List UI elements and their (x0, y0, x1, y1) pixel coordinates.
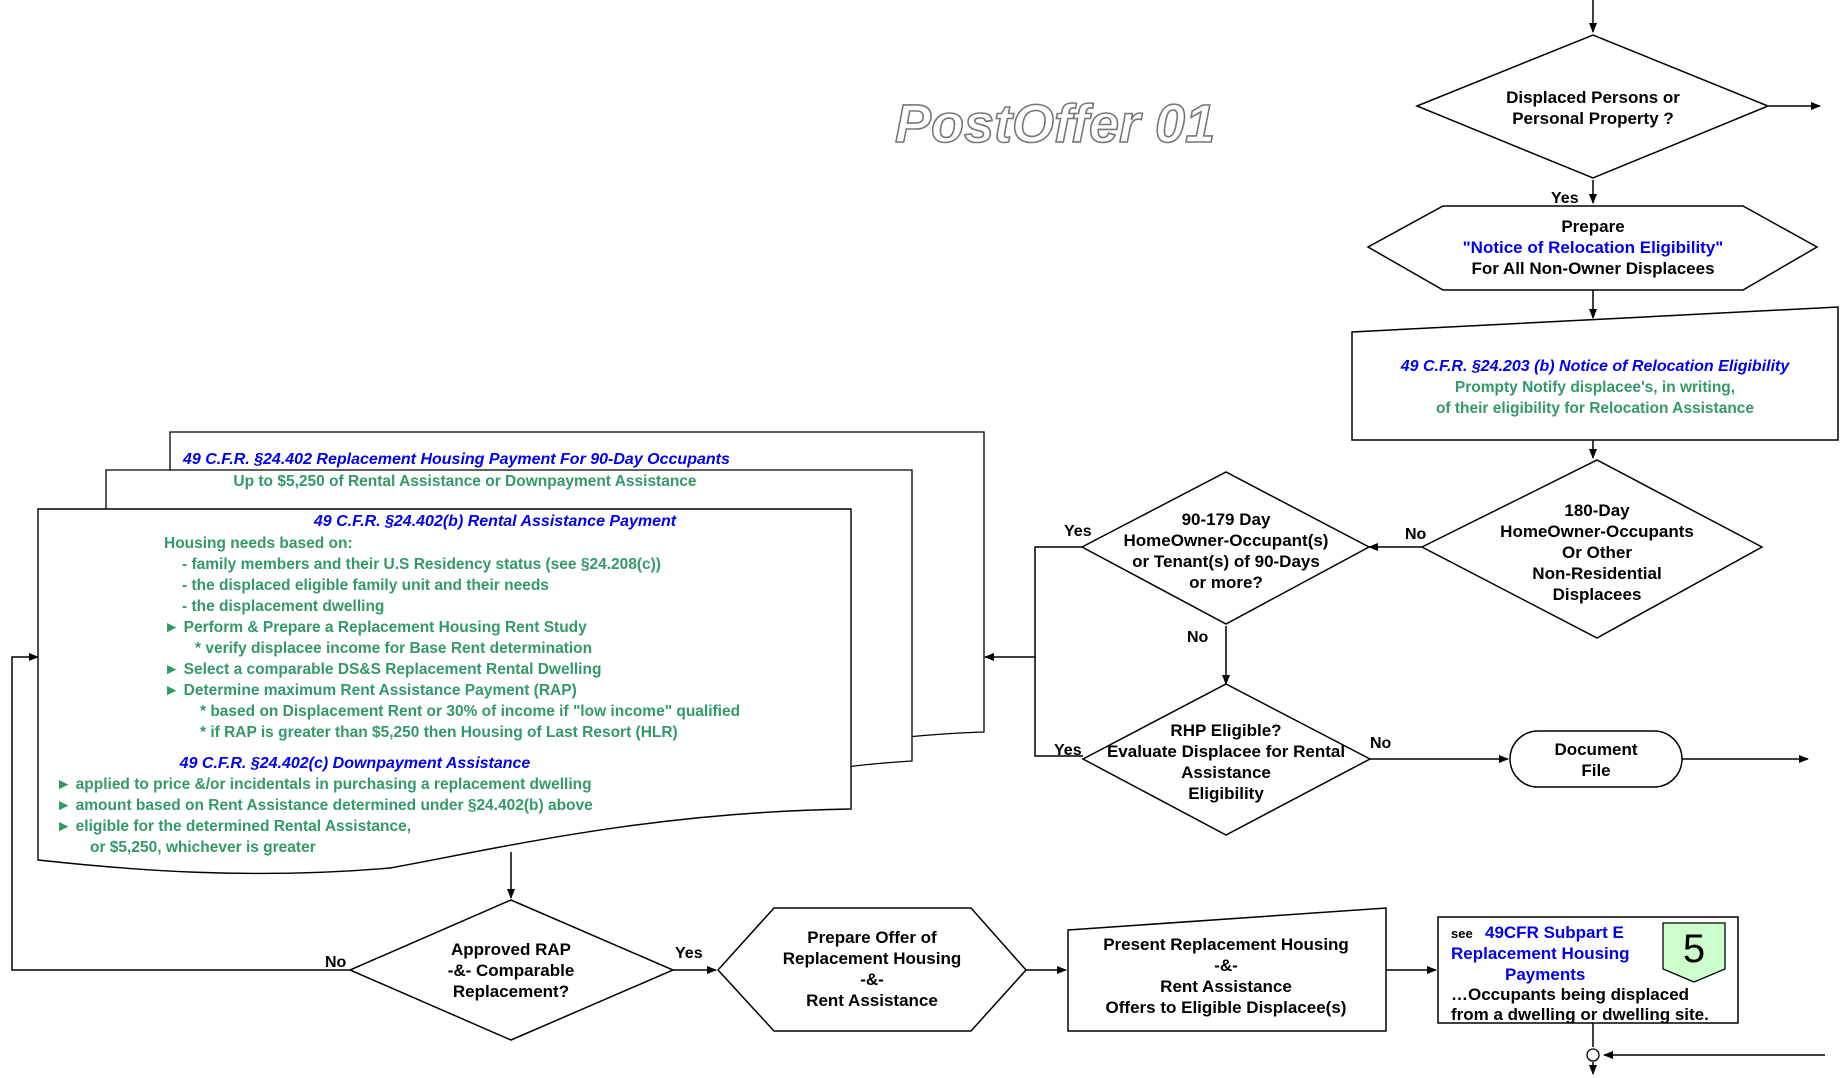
svg-text:- the displacement dwelling: - the displacement dwelling (182, 598, 384, 615)
svg-text:* if RAP is greater than $5,25: * if RAP is greater than $5,250 then Hou… (200, 724, 678, 741)
svg-text:or $5,250, whichever is greate: or $5,250, whichever is greater (90, 839, 316, 856)
connectors (11, 0, 1825, 1075)
label-yes-90: Yes (1064, 523, 1092, 540)
svg-text:Document: Document (1554, 740, 1637, 759)
svg-text:Payments: Payments (1505, 965, 1585, 984)
svg-text:or Tenant(s) of 90-Days: or Tenant(s) of 90-Days (1132, 552, 1320, 571)
svg-text:-&-: -&- (1214, 956, 1238, 975)
reference-subpart-e: see 49CFR Subpart E Replacement Housing … (1437, 916, 1739, 1024)
svg-text:Evaluate Displacee for Rental: Evaluate Displacee for Rental (1107, 742, 1345, 761)
svg-text:- the displaced eligible famil: - the displaced eligible family unit and… (182, 577, 549, 594)
label-yes-approved: Yes (675, 945, 703, 962)
svg-text:from a dwelling or dwelling si: from a dwelling or dwelling site. (1451, 1005, 1709, 1024)
label-yes-rhp: Yes (1054, 742, 1082, 759)
svg-text:Assistance: Assistance (1181, 763, 1271, 782)
step-badge-number: 5 (1683, 927, 1705, 971)
svg-text:180-Day: 180-Day (1564, 501, 1630, 520)
page-title: PostOffer 01 (895, 94, 1215, 154)
label-no-180: No (1405, 526, 1427, 543)
svg-text:File: File (1581, 761, 1610, 780)
decision-rhp-eligible: RHP Eligible? Evaluate Displacee for Ren… (1081, 683, 1372, 836)
svg-text:Replacement?: Replacement? (453, 982, 569, 1001)
process-prepare-notice: Prepare "Notice of Relocation Eligibilit… (1366, 205, 1819, 291)
svg-text:► eligible for the determined: ► eligible for the determined Rental Ass… (56, 818, 411, 835)
svg-text:Non-Residential: Non-Residential (1532, 564, 1661, 583)
svg-text:…Occupants being displaced: …Occupants being displaced (1451, 985, 1689, 1004)
svg-text:► applied to price &/or incid: ► applied to price &/or incidentals in p… (56, 776, 592, 793)
svg-text:-&- Comparable: -&- Comparable (448, 961, 575, 980)
svg-text:Rent Assistance: Rent Assistance (1160, 977, 1292, 996)
svg-text:Rent Assistance: Rent Assistance (806, 991, 938, 1010)
svg-text:Personal Property ?: Personal Property ? (1512, 109, 1674, 128)
svg-text:* verify displacee income for: * verify displacee income for Base Rent … (195, 640, 592, 657)
svg-text:Replacement Housing: Replacement Housing (783, 949, 962, 968)
svg-text:Present Replacement Housing: Present Replacement Housing (1103, 935, 1349, 954)
svg-text:* based on Displacement Rent o: * based on Displacement Rent or 30% of i… (200, 703, 740, 720)
subpart-e-link: 49CFR Subpart E (1485, 923, 1624, 942)
svg-text:Or Other: Or Other (1562, 543, 1632, 562)
doc-front-title: 49 C.F.R. §24.402(b) Rental Assistance P… (313, 513, 677, 530)
svg-text:HomeOwner-Occupant(s): HomeOwner-Occupant(s) (1124, 531, 1329, 550)
label-no-90: No (1187, 629, 1209, 646)
svg-text:Approved RAP: Approved RAP (451, 940, 571, 959)
svg-text:► amount based on Rent Assista: ► amount based on Rent Assistance determ… (56, 797, 593, 814)
document-stack-rhp-90-day: 49 C.F.R. §24.402 Replacement Housing Pa… (37, 431, 985, 875)
svg-text:RHP Eligible?: RHP Eligible? (1170, 721, 1281, 740)
svg-text:Offers to Eligible Displacee(s: Offers to Eligible Displacee(s) (1106, 998, 1347, 1017)
svg-text:90-179 Day: 90-179 Day (1182, 510, 1271, 529)
process-prepare-offer: Prepare Offer of Replacement Housing -&-… (716, 907, 1028, 1032)
label-yes-displaced: Yes (1551, 190, 1579, 207)
label-no-approved: No (325, 954, 347, 971)
svg-text:49 C.F.R. §24.203 (b) Notice o: 49 C.F.R. §24.203 (b) Notice of Relocati… (1400, 358, 1791, 375)
decision-180-day: 180-Day HomeOwner-Occupants Or Other Non… (1420, 459, 1764, 639)
svg-text:Prepare: Prepare (1561, 217, 1624, 236)
svg-text:Displaced Persons or: Displaced Persons or (1506, 88, 1680, 107)
svg-text:For All Non-Owner Displacees: For All Non-Owner Displacees (1471, 259, 1714, 278)
svg-text:see: see (1451, 926, 1473, 941)
decision-approved-rap: Approved RAP -&- Comparable Replacement? (348, 899, 675, 1041)
doc-mid-text: Up to $5,250 of Rental Assistance or Dow… (233, 473, 697, 490)
process-present-offers: Present Replacement Housing -&- Rent Ass… (1067, 907, 1387, 1032)
svg-text:Displacees: Displacees (1553, 585, 1642, 604)
svg-text:-&-: -&- (860, 970, 884, 989)
svg-text:Prepare Offer of: Prepare Offer of (807, 928, 937, 947)
svg-text:of their eligibility for Reloc: of their eligibility for Relocation Assi… (1436, 400, 1754, 417)
svg-text:Replacement Housing: Replacement Housing (1451, 944, 1630, 963)
svg-text:or more?: or more? (1189, 573, 1263, 592)
svg-text:► Determine maximum Rent Assis: ► Determine maximum Rent Assistance Paym… (164, 682, 577, 699)
regulation-24-203: 49 C.F.R. §24.203 (b) Notice of Relocati… (1351, 306, 1839, 441)
doc-front-title-2: 49 C.F.R. §24.402(c) Downpayment Assista… (179, 755, 531, 772)
label-no-rhp: No (1370, 735, 1392, 752)
svg-text:Housing needs based on:: Housing needs based on: (164, 535, 353, 552)
svg-text:► Perform & Prepare a Replacem: ► Perform & Prepare a Replacement Housin… (164, 619, 587, 636)
decision-90-179-day: 90-179 Day HomeOwner-Occupant(s) or Tena… (1080, 471, 1371, 625)
svg-text:► Select a comparable DS&S Rep: ► Select a comparable DS&S Replacement R… (164, 661, 601, 678)
connector-junction (1586, 1048, 1600, 1062)
svg-text:Prompty Notify displacee's, in: Prompty Notify displacee's, in writing, (1455, 379, 1735, 396)
svg-text:Eligibility: Eligibility (1188, 784, 1264, 803)
step-badge-icon (1662, 922, 1726, 983)
terminator-document-file: Document File (1509, 730, 1683, 788)
decision-displaced-persons: Displaced Persons or Personal Property ? (1415, 34, 1770, 179)
svg-text:- family members and their U.S: - family members and their U.S Residency… (182, 556, 661, 573)
doc-back-title: 49 C.F.R. §24.402 Replacement Housing Pa… (182, 451, 730, 468)
svg-text:HomeOwner-Occupants: HomeOwner-Occupants (1500, 522, 1694, 541)
svg-text:"Notice of Relocation Eligibil: "Notice of Relocation Eligibility" (1463, 238, 1724, 257)
